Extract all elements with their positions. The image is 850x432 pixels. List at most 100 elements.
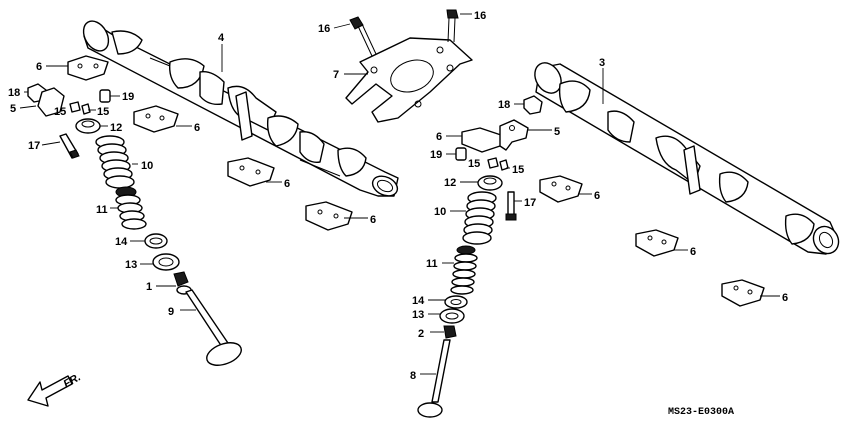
- label-4: 4: [218, 32, 225, 44]
- seat-14-left: [144, 233, 168, 249]
- label-16-right: 16: [474, 10, 486, 22]
- callout-4: 4: [218, 32, 225, 72]
- callout-15-c: 15: [468, 158, 480, 170]
- label-3: 3: [599, 57, 605, 69]
- callout-15-a: 15: [54, 106, 66, 118]
- callout-6-b: 6: [176, 122, 200, 134]
- bolt-16-right: [446, 9, 459, 43]
- label-2: 2: [418, 328, 424, 340]
- label-11-left: 11: [96, 204, 108, 216]
- bracket-7: [345, 37, 473, 123]
- rocker-6-left-top: [67, 55, 109, 81]
- label-6-h: 6: [782, 292, 788, 304]
- callout-5-right: 5: [528, 126, 560, 138]
- label-15-b: 15: [97, 106, 109, 118]
- callout-1: 1: [146, 281, 176, 293]
- front-direction-label: FR.: [62, 371, 83, 390]
- bolt-17-left: [59, 133, 80, 159]
- spring-11-left: [115, 186, 147, 230]
- callout-8: 8: [410, 370, 436, 382]
- label-5-right: 5: [554, 126, 560, 138]
- callout-11-right: 11: [426, 258, 454, 270]
- label-18-right: 18: [498, 99, 510, 111]
- bolt-17-right: [505, 191, 517, 221]
- label-13-left: 13: [125, 259, 137, 271]
- callout-7: 7: [333, 69, 368, 81]
- bolt-16-left: [349, 16, 377, 57]
- callout-10-left: 10: [132, 160, 153, 172]
- clip-15-right: [487, 157, 509, 171]
- camshaft-4: [82, 20, 399, 197]
- rocker-5-right: [499, 119, 529, 151]
- label-12-left: 12: [110, 122, 122, 134]
- rocker-6-g: [635, 229, 679, 257]
- label-15-a: 15: [54, 106, 66, 118]
- rocker-6-left-mid: [133, 105, 179, 133]
- spring-11-right: [450, 245, 478, 295]
- callout-6-e: 6: [436, 131, 462, 143]
- label-6-e: 6: [436, 131, 442, 143]
- callout-13-left: 13: [125, 259, 153, 271]
- valve-8: [417, 339, 451, 418]
- rocker-6-f: [539, 175, 583, 203]
- label-7: 7: [333, 69, 339, 81]
- callout-12-left: 12: [100, 122, 122, 134]
- callout-6-a: 6: [36, 61, 68, 73]
- seat-14-right: [444, 295, 468, 309]
- label-5-left: 5: [10, 103, 16, 115]
- label-16-left: 16: [318, 23, 330, 35]
- label-6-b: 6: [194, 122, 200, 134]
- callout-16-right: 16: [460, 10, 486, 22]
- nut-18-right: [523, 95, 543, 115]
- label-17-right: 17: [524, 197, 536, 209]
- callout-2: 2: [418, 328, 444, 340]
- callout-19-left: 19: [110, 91, 134, 103]
- callout-15-d: 15: [506, 164, 524, 176]
- label-6-a: 6: [36, 61, 42, 73]
- label-10-left: 10: [141, 160, 153, 172]
- label-14-left: 14: [115, 236, 128, 248]
- camshaft-3: [534, 62, 840, 255]
- callout-11-left: 11: [96, 204, 118, 216]
- clip-15-left: [69, 101, 91, 115]
- rocker-6-h: [721, 279, 765, 307]
- washer-13-left: [152, 253, 180, 271]
- rocker-6-d: [305, 201, 353, 231]
- callout-6-h: 6: [760, 292, 788, 304]
- label-13-right: 13: [412, 309, 424, 321]
- callout-6-c: 6: [266, 178, 290, 190]
- front-arrow-icon: [27, 375, 73, 407]
- callout-17-right: 17: [514, 197, 536, 209]
- callout-18-right: 18: [498, 99, 524, 111]
- callout-6-d: 6: [344, 214, 376, 226]
- label-19-right: 19: [430, 149, 442, 161]
- callout-5-left: 5: [10, 103, 37, 115]
- retainer-12-right: [477, 175, 503, 191]
- callout-6-f: 6: [578, 190, 600, 202]
- diagram-code: MS23-E0300A: [668, 407, 734, 418]
- label-15-c: 15: [468, 158, 480, 170]
- rocker-6-right-top: [461, 127, 505, 153]
- callout-6-g: 6: [674, 246, 696, 258]
- spring-10-right: [462, 191, 497, 245]
- callout-14-left: 14: [115, 236, 145, 248]
- label-1: 1: [146, 281, 152, 293]
- callout-14-right: 14: [412, 295, 445, 307]
- pin-19-right: [455, 147, 467, 161]
- callout-15-b: 15: [88, 106, 109, 118]
- label-8: 8: [410, 370, 416, 382]
- rocker-5-left: [37, 87, 65, 117]
- retainer-12-left: [75, 118, 101, 134]
- label-6-c: 6: [284, 178, 290, 190]
- callout-19-right: 19: [430, 149, 456, 161]
- rocker-6-c: [227, 157, 275, 187]
- callout-10-right: 10: [434, 206, 466, 218]
- label-11-right: 11: [426, 258, 438, 270]
- label-19-left: 19: [122, 91, 134, 103]
- callout-16-left: 16: [318, 23, 351, 35]
- callout-18-left: 18: [8, 87, 28, 99]
- label-15-d: 15: [512, 164, 524, 176]
- label-10-right: 10: [434, 206, 446, 218]
